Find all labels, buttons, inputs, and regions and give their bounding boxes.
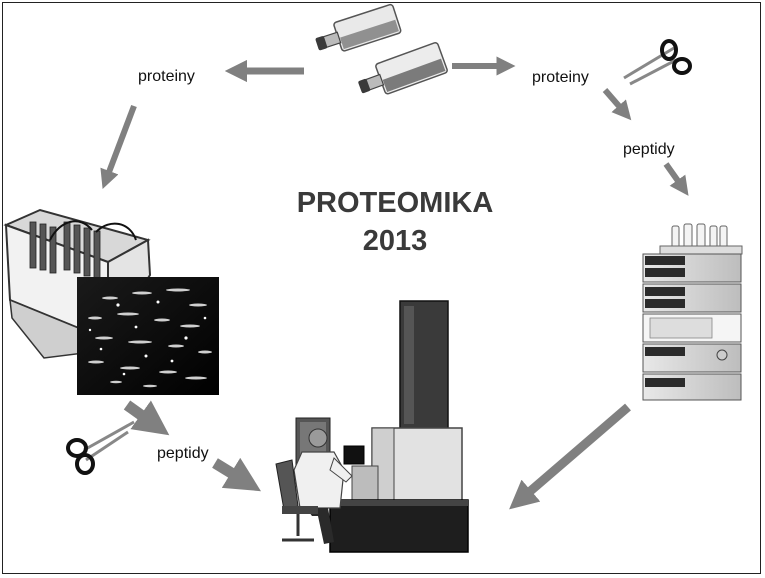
arrow-proteins-right-to-peptides <box>602 88 632 121</box>
cell-culture-flasks-icon <box>315 3 448 95</box>
arrow-proteins-left-to-gel <box>100 104 137 189</box>
arrow-peptides-left-to-ms <box>212 457 262 492</box>
label-proteins-left: proteiny <box>138 68 195 85</box>
2d-gel-image-icon <box>77 277 219 395</box>
label-proteins-right: proteiny <box>532 69 589 86</box>
title-line-2: 2013 <box>362 225 428 257</box>
arrow-gel-to-scissors <box>123 400 170 436</box>
arrow-peptides-to-hplc <box>663 162 689 196</box>
scissors-icon <box>623 39 692 86</box>
label-peptides-left: peptidy <box>157 445 209 462</box>
mass-spectrometer-icon <box>275 300 469 553</box>
arrow-hplc-to-ms <box>509 403 631 510</box>
page-title: PROTEOMIKA 2013 <box>270 184 520 260</box>
scissors-icon <box>66 420 135 475</box>
hplc-stack-icon <box>642 223 743 401</box>
title-line-1: PROTEOMIKA <box>296 187 494 219</box>
label-peptides-right: peptidy <box>623 141 675 158</box>
